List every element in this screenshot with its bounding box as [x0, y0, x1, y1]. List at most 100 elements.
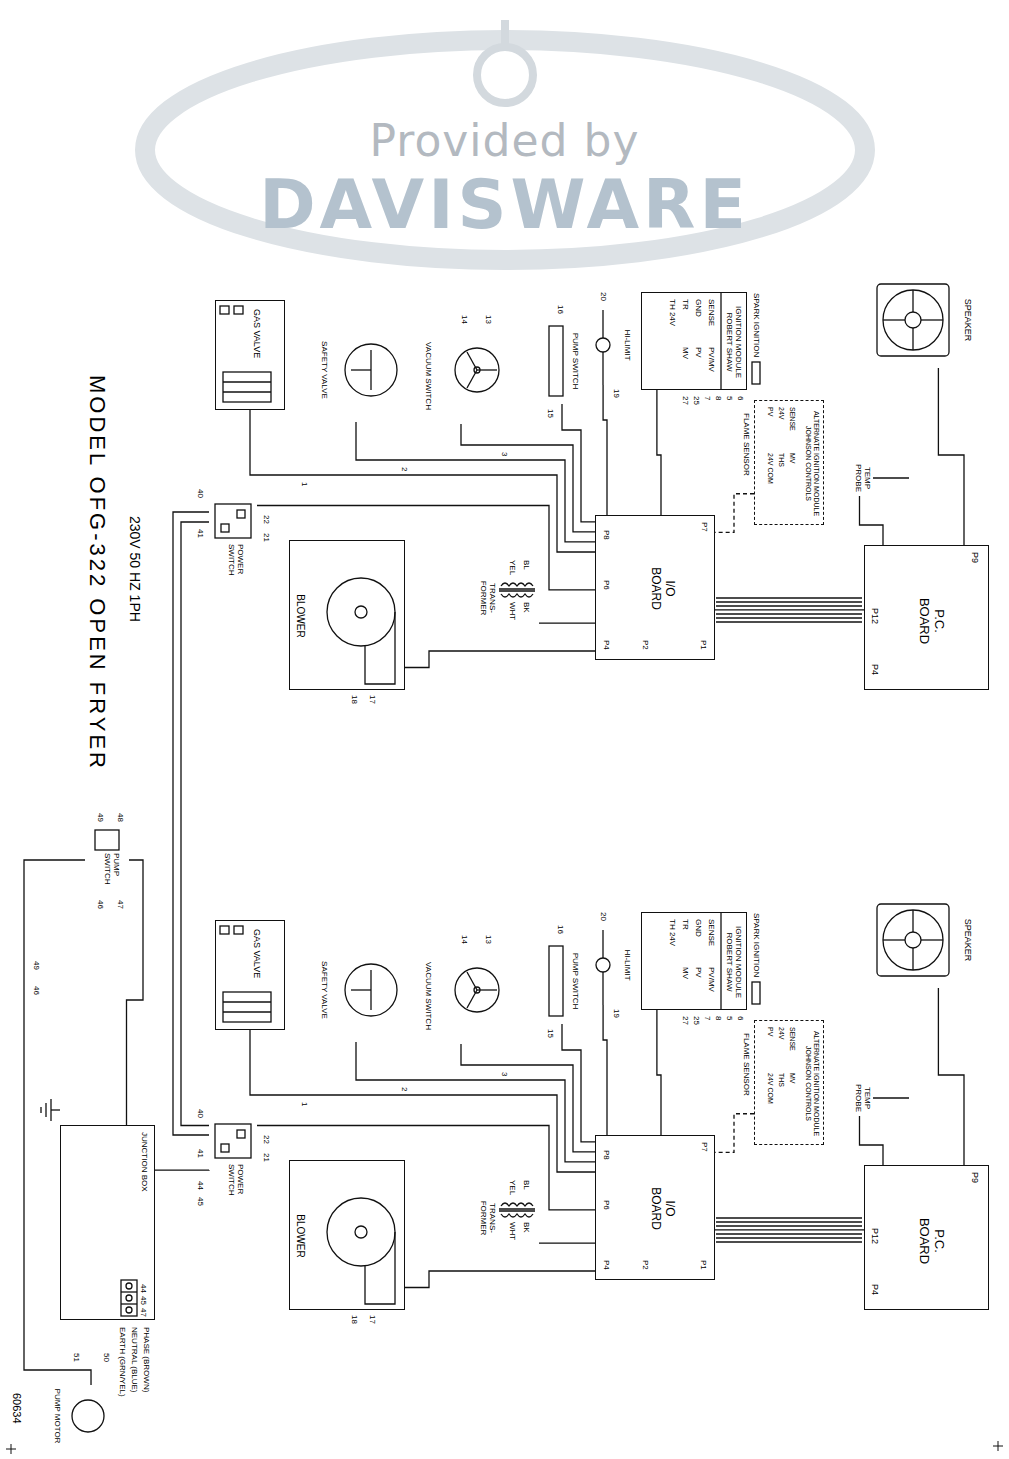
- terminal-label: P1: [699, 1260, 708, 1270]
- component-label: VACUUM SWITCH: [424, 328, 433, 424]
- wire-number: 6: [736, 395, 745, 401]
- component-label: SAFETY VALVE: [320, 938, 329, 1042]
- drawn-line: [921, 319, 943, 320]
- terminal-label: YEL: [508, 560, 517, 575]
- terminal-label: PV: [766, 407, 774, 416]
- drawn-line: [50, 1099, 51, 1121]
- drawn-line: [223, 381, 271, 382]
- supply-wiring: [41, 512, 209, 1432]
- component-label: POWER SWITCH: [227, 544, 245, 600]
- wire-number: 51: [72, 1352, 81, 1363]
- io-board: I/O BOARDP7P1P2P4P6P8: [595, 1135, 715, 1280]
- wire-number: 44: [139, 1283, 148, 1294]
- terminal-label: SENSE: [788, 1027, 796, 1051]
- hi-limit-switch: HI-LIMIT: [589, 925, 633, 1005]
- wire-number: 15: [546, 408, 555, 419]
- fryer-wiring-copy: [215, 904, 949, 1304]
- wire-number: 41: [196, 1148, 205, 1159]
- wire: [938, 988, 964, 1165]
- wire: [461, 424, 595, 532]
- power-switch: POWER SWITCH: [209, 500, 257, 610]
- wire-number: 46: [32, 985, 41, 996]
- drawn-path: [173, 512, 209, 1135]
- wire-number: 7: [703, 395, 712, 401]
- component-label: ALTERNATE IGNITION MODULE JOHNSON CONTRO…: [804, 404, 820, 523]
- terminal-label: P12: [870, 1228, 880, 1244]
- wire: [405, 651, 595, 667]
- terminal-label: 24V: [777, 407, 785, 419]
- wire-number: 40: [196, 1108, 205, 1119]
- wire: [250, 1030, 595, 1172]
- safety-valve: SAFETY VALVE: [309, 938, 403, 1042]
- terminal-label: PV/MV: [707, 967, 716, 992]
- terminal-label: P6: [602, 580, 611, 590]
- wire-number: 45: [196, 1196, 205, 1207]
- terminal-label: TH 24V: [668, 299, 677, 326]
- drawing-title: MODEL OFG-322 OPEN FRYER: [85, 375, 110, 771]
- wire: [181, 522, 209, 1126]
- terminal-label: P7: [700, 1142, 709, 1152]
- wire-number: 44: [196, 1180, 205, 1191]
- safety-valve: SAFETY VALVE: [309, 318, 403, 422]
- note-text: NEUTRAL (BLUE): [130, 1326, 139, 1394]
- wire-number: 21: [262, 1152, 271, 1163]
- component-label: PUMP SWITCH: [571, 318, 580, 404]
- wire-number: 40: [196, 488, 205, 499]
- wire-number: 14: [460, 314, 469, 325]
- drawn-circle: [355, 606, 367, 618]
- drawn-circle: [883, 290, 943, 350]
- terminal-label: P2: [641, 1260, 650, 1270]
- wire-number: 47: [116, 899, 125, 910]
- terminal-label: GND: [694, 919, 703, 937]
- note-text: EARTH (GRN/YEL): [118, 1326, 127, 1398]
- wire-number: 50: [102, 1352, 111, 1363]
- drawn-circle: [455, 348, 499, 392]
- drawn-line: [223, 391, 271, 392]
- wire-number: 5: [725, 395, 734, 401]
- component-label: I/O BOARD: [648, 561, 676, 616]
- vacuum-switch: VACUUM SWITCH: [413, 948, 509, 1044]
- wire-number: 8: [714, 1015, 723, 1021]
- io-board: I/O BOARDP7P1P2P4P6P8: [595, 515, 715, 660]
- component-label: POWER SWITCH: [227, 1164, 245, 1220]
- wire-number: 5: [725, 1015, 734, 1021]
- component-label: TEMP PROBE: [854, 1080, 872, 1116]
- wire-number: 19: [612, 388, 621, 399]
- terminal-label: P1: [699, 640, 708, 650]
- drawn-line: [121, 1291, 137, 1292]
- temp-probe: TEMP PROBE: [846, 460, 873, 496]
- wire-number: 16: [556, 304, 565, 315]
- terminal-label: SENSE: [707, 919, 716, 946]
- wire: [938, 368, 964, 545]
- wire-number: 16: [556, 924, 565, 935]
- terminal-label: PV/MV: [707, 347, 716, 372]
- drawn-line: [351, 369, 371, 370]
- wire: [715, 494, 754, 533]
- component-label: HI-LIMIT: [623, 925, 632, 1005]
- ignition-module: IGNITION MODULE ROBERT SHAWSENSEGNDTRTH …: [641, 292, 747, 390]
- component-label: GAS VALVE: [252, 309, 262, 358]
- drawn-circle: [345, 344, 397, 396]
- drawn-line: [716, 613, 862, 614]
- drawn-path: [501, 583, 533, 586]
- component-label: GAS VALVE: [252, 929, 262, 978]
- wire-number: 7: [703, 1015, 712, 1021]
- drawn-line: [40, 1107, 41, 1113]
- wire-number: 49: [96, 812, 105, 823]
- vacuum-switch: VACUUM SWITCH: [413, 328, 509, 424]
- component-label: IGNITION MODULE ROBERT SHAW: [725, 297, 743, 387]
- terminal-label: 24V COM: [766, 1073, 774, 1104]
- terminal-label: BK: [522, 1222, 531, 1233]
- terminal-label: MV: [681, 347, 690, 359]
- wire-number: 27: [681, 1015, 690, 1026]
- transformer: TRANS-FORMERBLYELBKWHT: [463, 556, 539, 640]
- transformer: TRANS-FORMERBLYELBKWHT: [463, 1176, 539, 1260]
- terminal-label: PV: [694, 347, 703, 358]
- component-label: PUMP SWITCH: [571, 938, 580, 1024]
- wire: [562, 404, 595, 522]
- wire-number: 46: [96, 899, 105, 910]
